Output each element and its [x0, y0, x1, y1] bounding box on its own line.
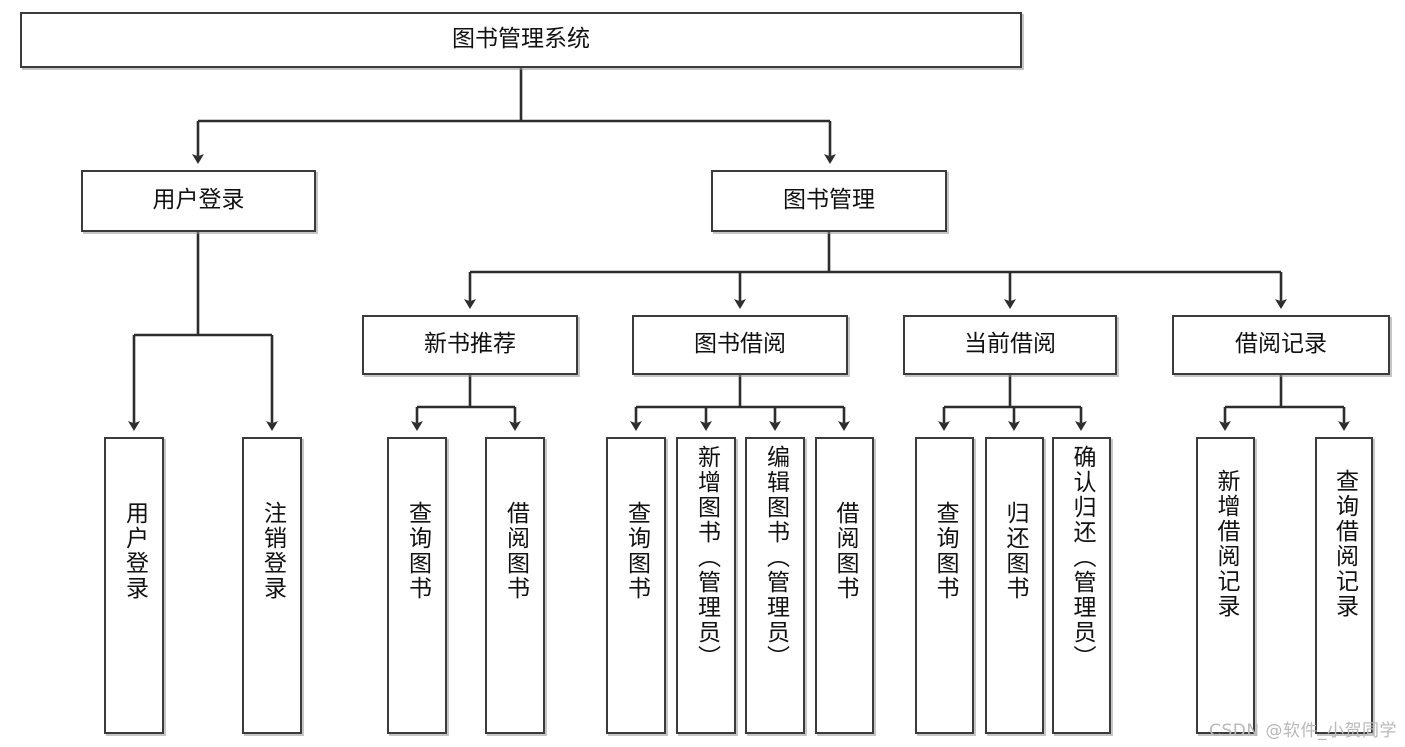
- node-new-book-recommend-label: 新书推荐: [424, 331, 516, 358]
- node-user-login-label: 用户登录: [152, 187, 245, 214]
- node-book-borrow-label: 图书借阅: [694, 331, 786, 358]
- node-leaf-query-record[interactable]: 查询借阅记录: [1315, 437, 1373, 734]
- node-borrow-record[interactable]: 借阅记录: [1172, 315, 1390, 375]
- node-borrow-record-label: 借阅记录: [1235, 331, 1327, 358]
- node-leaf-add-book[interactable]: 新增图书（管理员）: [676, 437, 736, 734]
- node-leaf-confirm-return[interactable]: 确认归还（管理员）: [1052, 437, 1111, 734]
- node-leaf-query-book-1[interactable]: 查询图书: [387, 437, 447, 734]
- node-leaf-borrow-book-2[interactable]: 借阅图书: [815, 437, 874, 734]
- node-leaf-borrow-book-1-label: 借阅图书: [502, 501, 529, 601]
- node-book-manage[interactable]: 图书管理: [711, 170, 947, 232]
- node-leaf-query-book-3-label: 查询图书: [932, 501, 958, 601]
- node-book-borrow[interactable]: 图书借阅: [632, 315, 848, 375]
- node-leaf-query-book-2[interactable]: 查询图书: [606, 437, 666, 734]
- node-root[interactable]: 图书管理系统: [20, 12, 1022, 68]
- node-leaf-user-login-label: 用户登录: [121, 501, 148, 601]
- node-leaf-borrow-book-1[interactable]: 借阅图书: [485, 437, 545, 734]
- node-leaf-return-book-label: 归还图书: [1002, 501, 1028, 601]
- node-leaf-confirm-return-label: 确认归还（管理员）: [1069, 445, 1095, 670]
- node-current-borrow[interactable]: 当前借阅: [903, 315, 1117, 375]
- node-leaf-add-record-label: 新增借阅记录: [1213, 469, 1239, 619]
- node-current-borrow-label: 当前借阅: [964, 331, 1056, 358]
- node-leaf-logout[interactable]: 注销登录: [242, 437, 302, 734]
- node-leaf-query-book-3[interactable]: 查询图书: [915, 437, 974, 734]
- node-leaf-query-record-label: 查询借阅记录: [1331, 469, 1358, 619]
- node-new-book-recommend[interactable]: 新书推荐: [362, 315, 578, 375]
- node-root-label: 图书管理系统: [452, 26, 590, 53]
- node-leaf-edit-book[interactable]: 编辑图书（管理员）: [745, 437, 805, 734]
- node-leaf-edit-book-label: 编辑图书（管理员）: [762, 445, 789, 670]
- node-leaf-logout-label: 注销登录: [259, 501, 286, 601]
- node-leaf-query-book-2-label: 查询图书: [623, 501, 650, 601]
- node-user-login[interactable]: 用户登录: [81, 170, 316, 232]
- node-leaf-borrow-book-2-label: 借阅图书: [832, 501, 858, 601]
- node-leaf-add-book-label: 新增图书（管理员）: [693, 445, 720, 670]
- csdn-watermark: CSDN @软件_小贺同学: [1209, 721, 1397, 741]
- node-leaf-user-login[interactable]: 用户登录: [104, 437, 164, 734]
- node-book-manage-label: 图书管理: [783, 187, 875, 214]
- node-leaf-query-book-1-label: 查询图书: [404, 501, 431, 601]
- node-leaf-return-book[interactable]: 归还图书: [985, 437, 1044, 734]
- node-leaf-add-record[interactable]: 新增借阅记录: [1196, 437, 1255, 734]
